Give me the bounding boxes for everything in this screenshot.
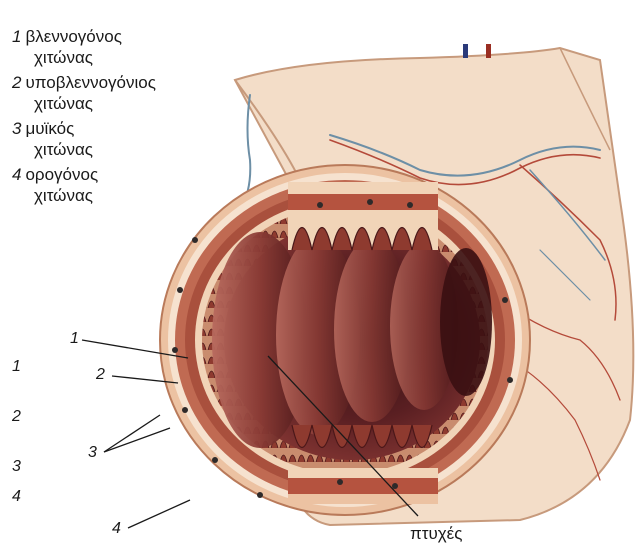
legend-term-line2: χιτώνας <box>12 47 156 68</box>
folds-label: πτυχές <box>410 524 462 544</box>
legend-term: υποβλεννογόνιος <box>25 73 155 92</box>
wall-section-top <box>288 182 438 250</box>
legend-number: 4 <box>12 165 21 184</box>
legend-number: 3 <box>12 119 21 138</box>
legend-term: βλεννογόνος <box>25 27 121 46</box>
leader-3b <box>104 428 170 452</box>
legend-term: μυϊκός <box>25 119 74 138</box>
legend-number: 2 <box>12 73 21 92</box>
side-number-1: 1 <box>12 358 21 376</box>
legend-term-line2: χιτώνας <box>12 93 156 114</box>
callout-1: 1 <box>70 330 79 348</box>
side-number-3: 3 <box>12 458 21 476</box>
legend-term-line2: χιτώνας <box>12 139 156 160</box>
legend-number: 1 <box>12 27 21 46</box>
legend-term-line2: χιτώνας <box>12 185 156 206</box>
callout-3: 3 <box>88 444 97 462</box>
artery-cut-blue <box>463 44 468 58</box>
legend-term: ορογόνος <box>25 165 98 184</box>
callout-4: 4 <box>112 520 121 538</box>
leader-3a <box>104 415 160 452</box>
artery-cut-red <box>486 44 491 58</box>
side-number-2: 2 <box>12 408 21 426</box>
callout-2: 2 <box>96 366 105 384</box>
side-number-4: 4 <box>12 488 21 506</box>
leader-4 <box>128 500 190 528</box>
